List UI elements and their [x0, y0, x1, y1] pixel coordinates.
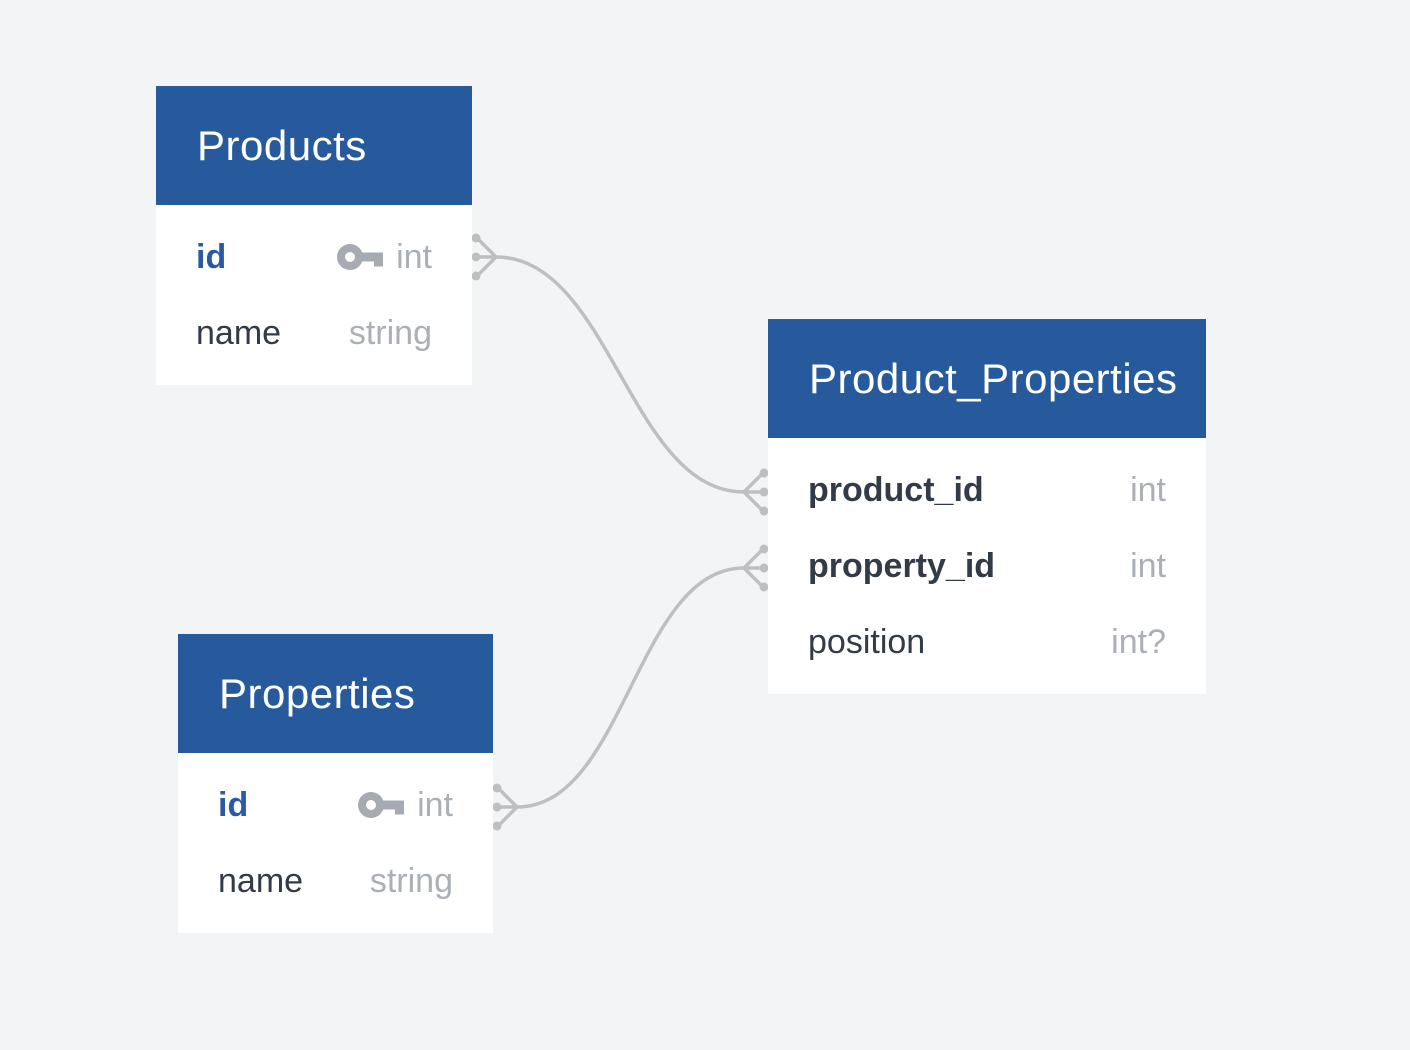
table-body: id int name string [156, 205, 472, 385]
relationship-properties-product-properties[interactable] [492, 544, 769, 831]
table-title: Product_Properties [809, 354, 1178, 402]
marker-dot [492, 783, 502, 793]
field-row-id[interactable]: id int [178, 767, 493, 843]
field-row-position[interactable]: position int? [768, 604, 1206, 680]
field-row-name[interactable]: name string [156, 295, 472, 371]
field-row-product-id[interactable]: product_id int [768, 452, 1206, 528]
marker-dot [759, 487, 769, 497]
table-header-products[interactable]: Products [156, 86, 472, 205]
field-name: position [808, 622, 926, 661]
marker-dot [471, 271, 481, 281]
marker-dot [492, 821, 502, 831]
marker-dot [759, 544, 769, 554]
table-title: Properties [219, 669, 416, 717]
field-type: int [1130, 470, 1166, 509]
field-type: int [1130, 546, 1166, 585]
marker-dot [759, 506, 769, 516]
field-name: id [196, 237, 227, 276]
table-header-properties[interactable]: Properties [178, 634, 493, 753]
table-products[interactable]: Products id int name string [156, 86, 472, 385]
field-name: name [196, 313, 282, 352]
marker-dot [759, 582, 769, 592]
relationship-line[interactable] [494, 255, 746, 494]
relationship-line[interactable] [515, 566, 746, 809]
field-type: string [369, 861, 453, 900]
relationship-products-product-properties[interactable] [471, 233, 769, 516]
table-header-product-properties[interactable]: Product_Properties [768, 319, 1206, 438]
field-type: int [417, 785, 453, 824]
table-body: product_id int property_id int position … [768, 438, 1206, 694]
field-row-name[interactable]: name string [178, 843, 493, 919]
marker-dot [471, 233, 481, 243]
field-row-id[interactable]: id int [156, 219, 472, 295]
field-type: string [348, 313, 432, 352]
table-properties[interactable]: Properties id int name string [178, 634, 493, 933]
field-row-property-id[interactable]: property_id int [768, 528, 1206, 604]
field-type: int? [1111, 622, 1166, 661]
marker-dot [759, 563, 769, 573]
marker-dot [492, 802, 502, 812]
marker-dot [759, 468, 769, 478]
field-name: name [218, 861, 304, 900]
field-name: id [218, 785, 249, 824]
table-title: Products [197, 121, 367, 169]
table-product-properties[interactable]: Product_Properties product_id int proper… [768, 319, 1206, 694]
primary-key-icon [358, 792, 405, 818]
primary-key-icon [337, 244, 384, 270]
table-body: id int name string [178, 753, 493, 933]
field-type: int [396, 237, 432, 276]
field-name: property_id [808, 546, 996, 585]
marker-dot [471, 252, 481, 262]
field-name: product_id [808, 470, 984, 509]
